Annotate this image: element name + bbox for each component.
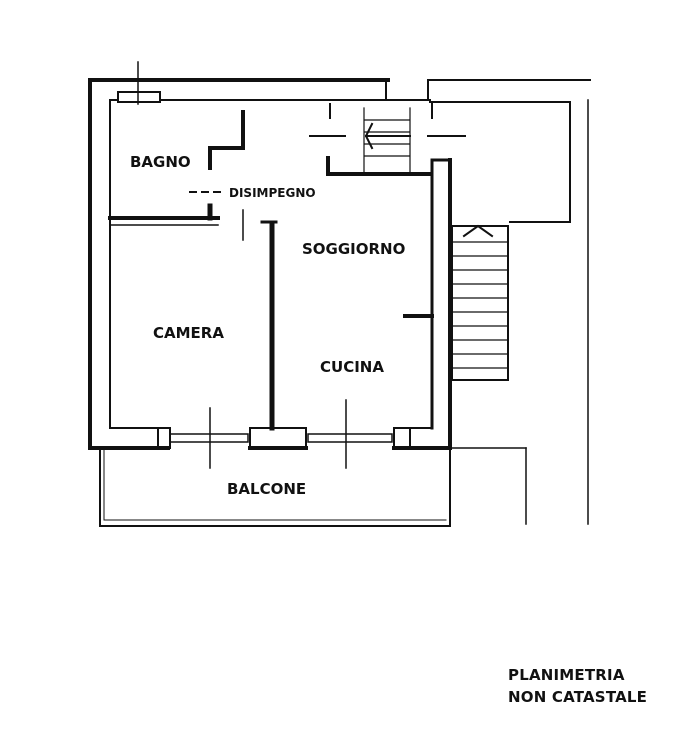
stair-arrow	[364, 122, 411, 150]
upper-stair	[363, 107, 411, 173]
pillar-left	[157, 427, 171, 449]
window-camera	[169, 433, 249, 443]
label-disimpegno: DISIMPEGNO	[229, 186, 316, 200]
lower-stair-treads	[451, 241, 509, 369]
label-soggiorno: SOGGIORNO	[302, 240, 405, 258]
label-bagno: BAGNO	[130, 153, 191, 171]
lower-stair	[451, 225, 509, 381]
window-cucina	[307, 433, 393, 443]
pillar-mid	[249, 427, 307, 449]
bathroom-window	[117, 91, 161, 103]
right-edge-5	[429, 99, 451, 103]
label-camera: CAMERA	[153, 324, 224, 342]
bagno-partition	[208, 110, 245, 170]
caption-line-2: NON CATASTALE	[508, 688, 648, 706]
lower-stair-arrow	[462, 224, 494, 238]
stair-hall-wall	[326, 156, 432, 176]
walls	[88, 61, 591, 527]
caption-line-1: PLANIMETRIA	[508, 666, 625, 684]
room-labels: BAGNO DISIMPEGNO SOGGIORNO CAMERA CUCINA…	[130, 153, 405, 498]
plan-caption: PLANIMETRIA NON CATASTALE	[508, 664, 647, 708]
balcony-rail	[103, 449, 447, 521]
pillar-right	[393, 427, 411, 449]
right-top-wall	[449, 101, 571, 223]
label-cucina: CUCINA	[320, 358, 384, 376]
balcony-outline	[99, 447, 451, 527]
stair-block	[385, 79, 429, 101]
label-balcone: BALCONE	[227, 480, 306, 498]
